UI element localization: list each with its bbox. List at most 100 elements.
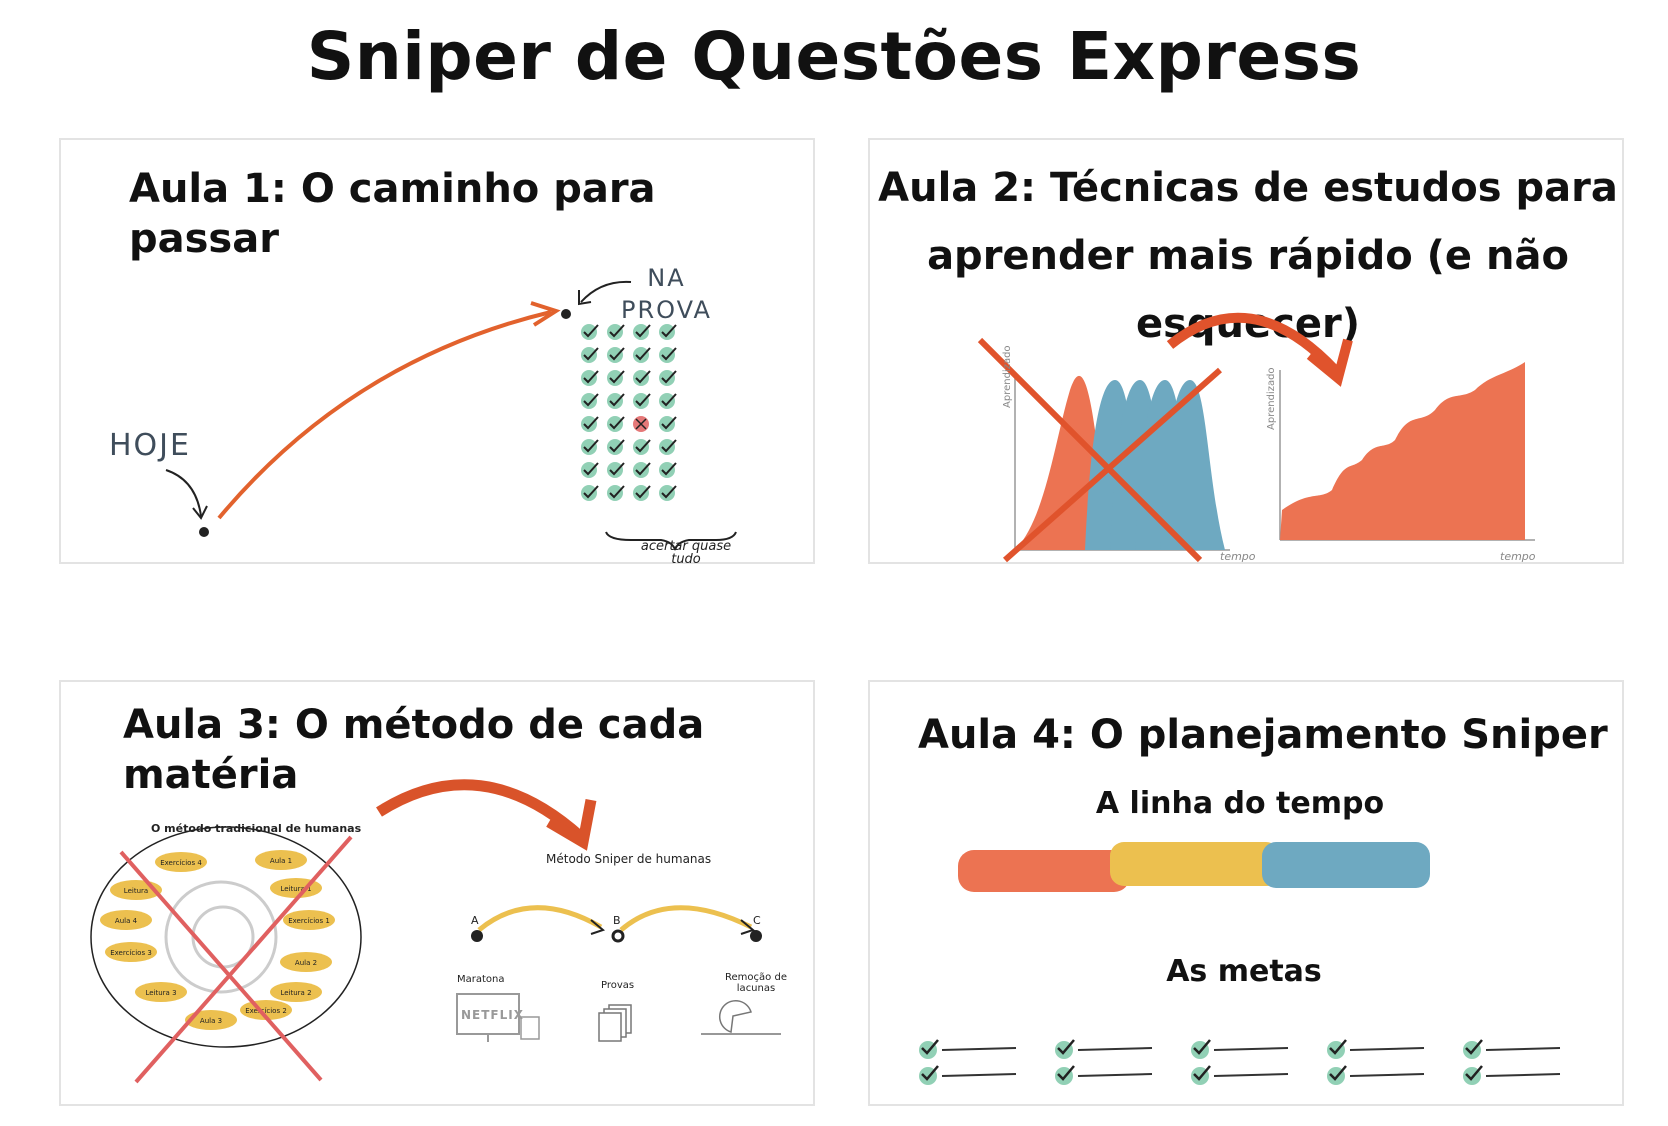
goal-checks [919, 1039, 1561, 1085]
check-icon [659, 370, 677, 386]
cycle-item: Leitura 2 [270, 982, 322, 1002]
traditional-method-heading: O método tradicional de humanas [151, 822, 362, 835]
hoje-label: HOJE [109, 428, 191, 463]
check-icon [581, 324, 599, 340]
goal-check-item [1463, 1039, 1561, 1059]
check-icon [581, 416, 599, 432]
timeline-segment-blue [1262, 842, 1430, 888]
transition-arrow [1166, 312, 1339, 374]
check-icon [633, 462, 651, 478]
check-icon [607, 347, 625, 363]
timeline-segment-orange [958, 850, 1130, 892]
timeline-label: A linha do tempo [1095, 786, 1385, 821]
aula-2-illustration [977, 312, 1535, 563]
panel-aula-1: Aula 1: O caminho para passar HOJE NA PR… [59, 138, 815, 567]
aula-4-illustration [919, 842, 1561, 1085]
sniper-method-heading: Método Sniper de humanas [546, 852, 712, 866]
step-a-letter: A [471, 914, 479, 927]
step-c-label: Remoção de lacunas [725, 972, 787, 994]
right-chart-x-label: tempo [1500, 550, 1536, 563]
cycle-item: Aula 1 [255, 850, 307, 870]
hoje-arrow [165, 469, 202, 517]
acertar-label: acertar quase tudo [640, 539, 732, 567]
cycle-item-label: Aula 1 [270, 857, 292, 865]
cycle-item: Aula 3 [185, 1010, 237, 1030]
cycle-item-label: Leitura [124, 887, 148, 895]
cycle-outline [90, 826, 362, 1048]
sniper-arrow-b-c [619, 905, 753, 932]
check-icon [659, 347, 677, 363]
hoje-arrowhead [192, 505, 208, 520]
transition-arrowhead [546, 798, 597, 851]
step-a-dot [471, 930, 483, 942]
start-dot [199, 527, 209, 537]
goal-check-item [1055, 1065, 1153, 1085]
aula-1-title: Aula 1: O caminho para passar [129, 166, 656, 262]
step-b-label: Provas [601, 980, 635, 991]
prova-arrow [580, 280, 632, 303]
step-c-letter: C [753, 914, 761, 927]
check-icon [607, 485, 625, 501]
aula-2-title: Aula 2: Técnicas de estudos para aprende… [870, 154, 1626, 358]
panel-aula-4: Aula 4: O planejamento Sniper A linha do… [868, 680, 1624, 1106]
transition-arrowhead [1306, 338, 1353, 387]
check-icon [581, 485, 599, 501]
check-icon [607, 416, 625, 432]
check-icon [581, 393, 599, 409]
cycle-item: Aula 2 [280, 952, 332, 972]
check-icon [633, 370, 651, 386]
goal-check-item [1327, 1039, 1425, 1059]
cycle-item-label: Exercícios 1 [288, 917, 330, 925]
right-chart-y-label: Aprendizado [1266, 367, 1277, 430]
cycle-item: Exercícios 1 [283, 910, 335, 930]
panel-aula-2: Aula 2: Técnicas de estudos para aprende… [868, 138, 1624, 564]
cycle-item-label: Leitura 2 [280, 989, 311, 997]
check-icon [581, 347, 599, 363]
cross-line-1 [119, 850, 323, 1082]
popcorn-icon [520, 1016, 540, 1040]
check-icon [633, 439, 651, 455]
cross-line-2 [1003, 367, 1222, 563]
check-icon [607, 439, 625, 455]
step-a-label: Maratona [457, 974, 505, 985]
step-c-dot [750, 930, 762, 942]
check-grid [581, 324, 677, 501]
goal-check-item [1327, 1065, 1425, 1085]
goal-check-item [919, 1065, 1017, 1085]
check-icon [581, 370, 599, 386]
check-icon [633, 347, 651, 363]
left-chart-x-label: tempo [1220, 550, 1256, 563]
check-icon [633, 324, 651, 340]
aula-1-illustration [165, 280, 737, 551]
step-b-dot [611, 929, 625, 943]
cross-line-1 [977, 337, 1203, 563]
check-icon [581, 439, 599, 455]
trajectory-arrowhead [530, 301, 561, 327]
cycle-item-label: Aula 3 [200, 1017, 222, 1025]
prova-label: PROVA [621, 296, 712, 324]
goal-check-item [1463, 1065, 1561, 1085]
cycle-item: Aula 4 [100, 910, 152, 930]
papers-icon [598, 1004, 632, 1042]
cycle-item: Exercícios 4 [155, 852, 207, 872]
page-title: Sniper de Questões Express [306, 18, 1362, 95]
prova-arrowhead [578, 290, 592, 306]
sniper-arrow-a-b [477, 905, 603, 932]
check-icon [659, 439, 677, 455]
cycle-item: Exercícios 3 [105, 942, 157, 962]
check-icon [607, 462, 625, 478]
goal-check-item [1191, 1039, 1289, 1059]
check-icon [659, 462, 677, 478]
check-icon [633, 485, 651, 501]
sniper-arrowhead-a-b [590, 919, 606, 935]
goals-label: As metas [1166, 954, 1322, 989]
goal-dot [561, 309, 571, 319]
timeline-segment-yellow [1110, 842, 1280, 886]
cycle-item-label: Aula 2 [295, 959, 317, 967]
goal-check-item [919, 1039, 1017, 1059]
spiral-outer [164, 880, 278, 994]
aula-2-title-line-2: aprender mais rápido (e não esquecer) [927, 233, 1569, 347]
